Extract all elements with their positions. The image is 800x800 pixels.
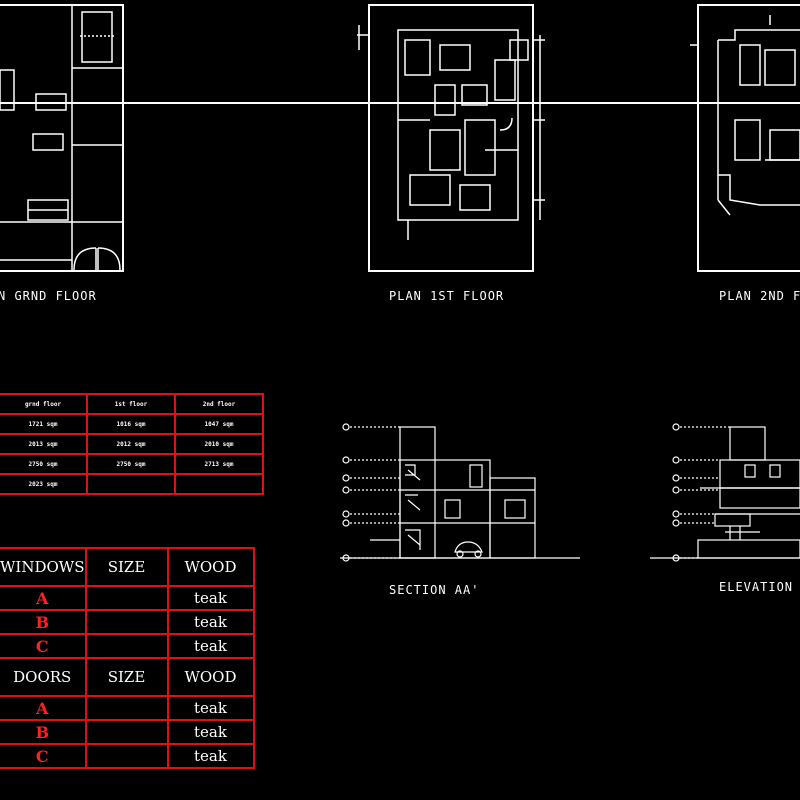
table-row: grnd floor 1st floor 2nd floor: [0, 393, 264, 415]
area-cell: 1721 sqm: [0, 413, 88, 435]
ground-floor-plan: [0, 4, 124, 272]
table-row: 2023 sqm: [0, 473, 264, 495]
window-id: B: [0, 609, 87, 635]
door-id: A: [0, 695, 87, 721]
table-row: C teak: [0, 743, 255, 769]
door-id: C: [0, 743, 87, 769]
wood-header: WOOD: [166, 547, 255, 587]
window-size: [84, 633, 169, 659]
area-cell: 2013 sqm: [0, 433, 88, 455]
area-cell: 2750 sqm: [86, 453, 176, 475]
section-aa: [340, 423, 580, 562]
table-row: 2013 sqm 2012 sqm 2010 sqm: [0, 433, 264, 455]
area-header: 2nd floor: [174, 393, 264, 415]
door-wood: teak: [166, 743, 255, 769]
elevation: [650, 423, 800, 562]
table-row: 1721 sqm 1016 sqm 1047 sqm: [0, 413, 264, 435]
area-cell: 2750 sqm: [0, 453, 88, 475]
window-wood: teak: [166, 585, 255, 611]
schedule-table: WINDOWS SIZE WOOD A teak B teak C teak D…: [0, 547, 255, 769]
area-cell: [174, 473, 264, 495]
area-header: grnd floor: [0, 393, 88, 415]
table-row: 2750 sqm 2750 sqm 2713 sqm: [0, 453, 264, 475]
window-size: [84, 609, 169, 635]
door-size: [84, 743, 169, 769]
area-cell: 2010 sqm: [174, 433, 264, 455]
table-row: DOORS SIZE WOOD: [0, 657, 255, 697]
size-header: SIZE: [84, 657, 169, 697]
table-row: A teak: [0, 585, 255, 611]
window-wood: teak: [166, 609, 255, 635]
area-cell: 2012 sqm: [86, 433, 176, 455]
door-wood: teak: [166, 695, 255, 721]
area-cell: 2023 sqm: [0, 473, 88, 495]
table-row: A teak: [0, 695, 255, 721]
area-header: 1st floor: [86, 393, 176, 415]
table-row: B teak: [0, 609, 255, 635]
ground-floor-label: N GRND FLOOR: [0, 289, 97, 303]
doors-header: DOORS: [0, 657, 87, 697]
first-floor-label: PLAN 1ST FLOOR: [389, 289, 505, 303]
window-wood: teak: [166, 633, 255, 659]
area-cell: 1016 sqm: [86, 413, 176, 435]
table-row: B teak: [0, 719, 255, 745]
door-size: [84, 695, 169, 721]
second-floor-label: PLAN 2ND F: [719, 289, 800, 303]
wood-header: WOOD: [166, 657, 255, 697]
table-row: C teak: [0, 633, 255, 659]
area-cell: 2713 sqm: [174, 453, 264, 475]
window-size: [84, 585, 169, 611]
area-table: grnd floor 1st floor 2nd floor 1721 sqm …: [0, 393, 264, 495]
first-floor-plan: [357, 4, 545, 272]
door-wood: teak: [166, 719, 255, 745]
area-cell: [86, 473, 176, 495]
door-id: B: [0, 719, 87, 745]
size-header: SIZE: [84, 547, 169, 587]
elevation-label: ELEVATION: [719, 580, 794, 594]
door-size: [84, 719, 169, 745]
table-row: WINDOWS SIZE WOOD: [0, 547, 255, 587]
section-label: SECTION AA': [389, 583, 480, 597]
window-id: A: [0, 585, 87, 611]
windows-header: WINDOWS: [0, 547, 87, 587]
window-id: C: [0, 633, 87, 659]
area-cell: 1047 sqm: [174, 413, 264, 435]
second-floor-plan: [690, 4, 800, 272]
